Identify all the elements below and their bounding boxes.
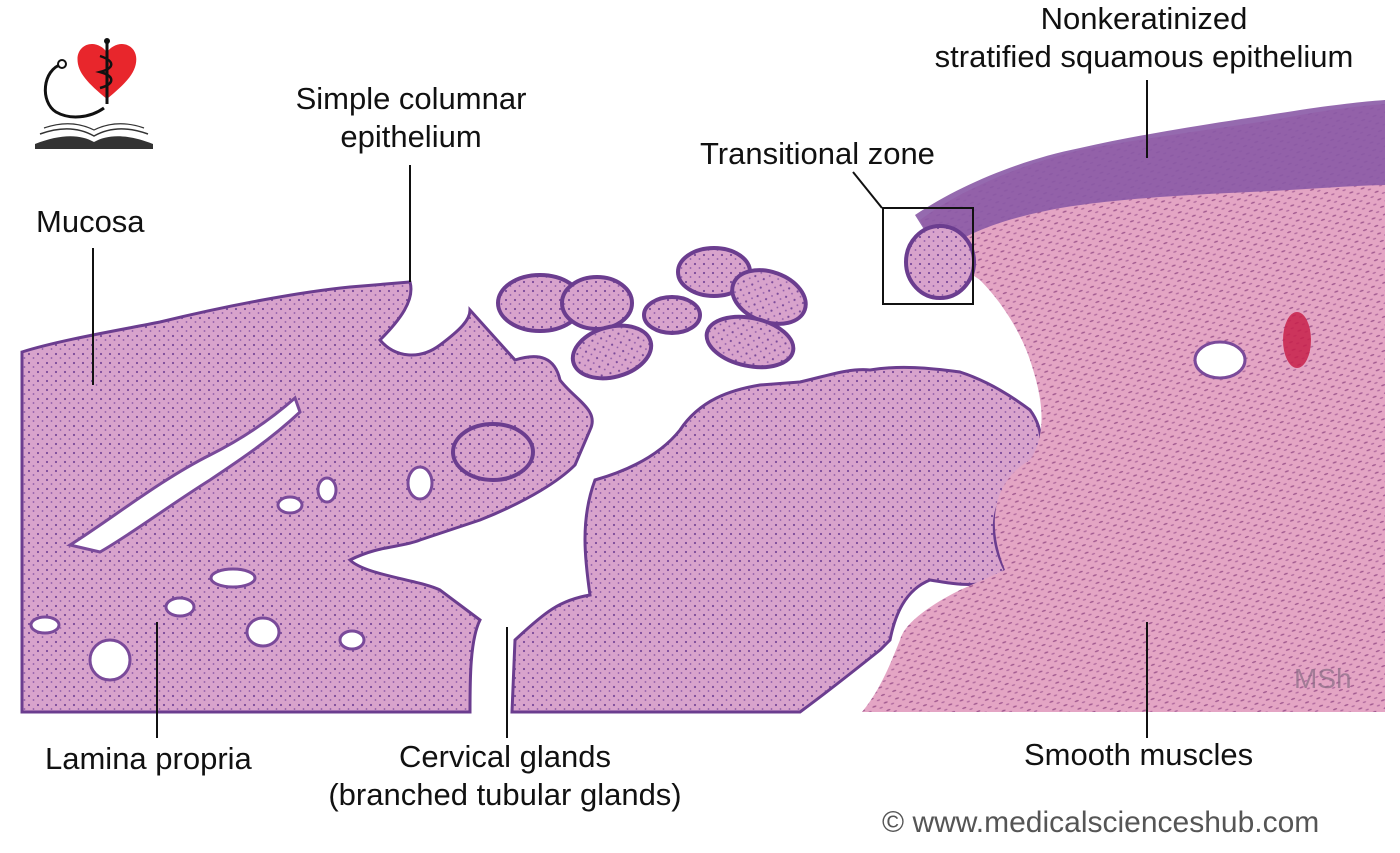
central-stroma xyxy=(510,365,1043,714)
cervical-glands-label: Cervical glands (branched tubular glands… xyxy=(305,738,705,814)
watermark: MSh xyxy=(1294,663,1352,694)
cervical-glands-lumens xyxy=(29,340,1247,682)
stethoscope-icon xyxy=(43,62,105,119)
squamous-epithelium-band xyxy=(915,100,1385,255)
simple-columnar-label: Simple columnar epithelium xyxy=(280,80,542,156)
cervical-glands-line1: Cervical glands xyxy=(399,739,611,774)
simple-columnar-line1: Simple columnar xyxy=(295,81,527,116)
blood-vessel xyxy=(1283,312,1311,368)
medical-sciences-hub-logo xyxy=(35,38,153,149)
lamina-propria-label: Lamina propria xyxy=(45,741,252,776)
mucosa-label: Mucosa xyxy=(36,204,145,239)
smooth-muscles-label: Smooth muscles xyxy=(1024,737,1254,772)
left-stroma xyxy=(20,280,594,714)
nonkeratinized-line1: Nonkeratinized xyxy=(1040,1,1248,36)
cervical-glands-line2: (branched tubular glands) xyxy=(328,777,682,812)
nonkeratinized-line2: stratified squamous epithelium xyxy=(934,39,1354,74)
copyright-notice: © www.medicalscienceshub.com xyxy=(882,806,1320,839)
open-book-icon xyxy=(35,136,153,149)
gland-fragments xyxy=(451,224,976,482)
nonkeratinized-label: Nonkeratinized stratified squamous epith… xyxy=(910,0,1378,76)
leader-lines xyxy=(92,80,1148,738)
transitional-zone-box xyxy=(882,207,974,305)
muscle-wall xyxy=(862,104,1385,712)
transitional-zone-label: Transitional zone xyxy=(700,136,935,171)
simple-columnar-line2: epithelium xyxy=(340,119,482,154)
